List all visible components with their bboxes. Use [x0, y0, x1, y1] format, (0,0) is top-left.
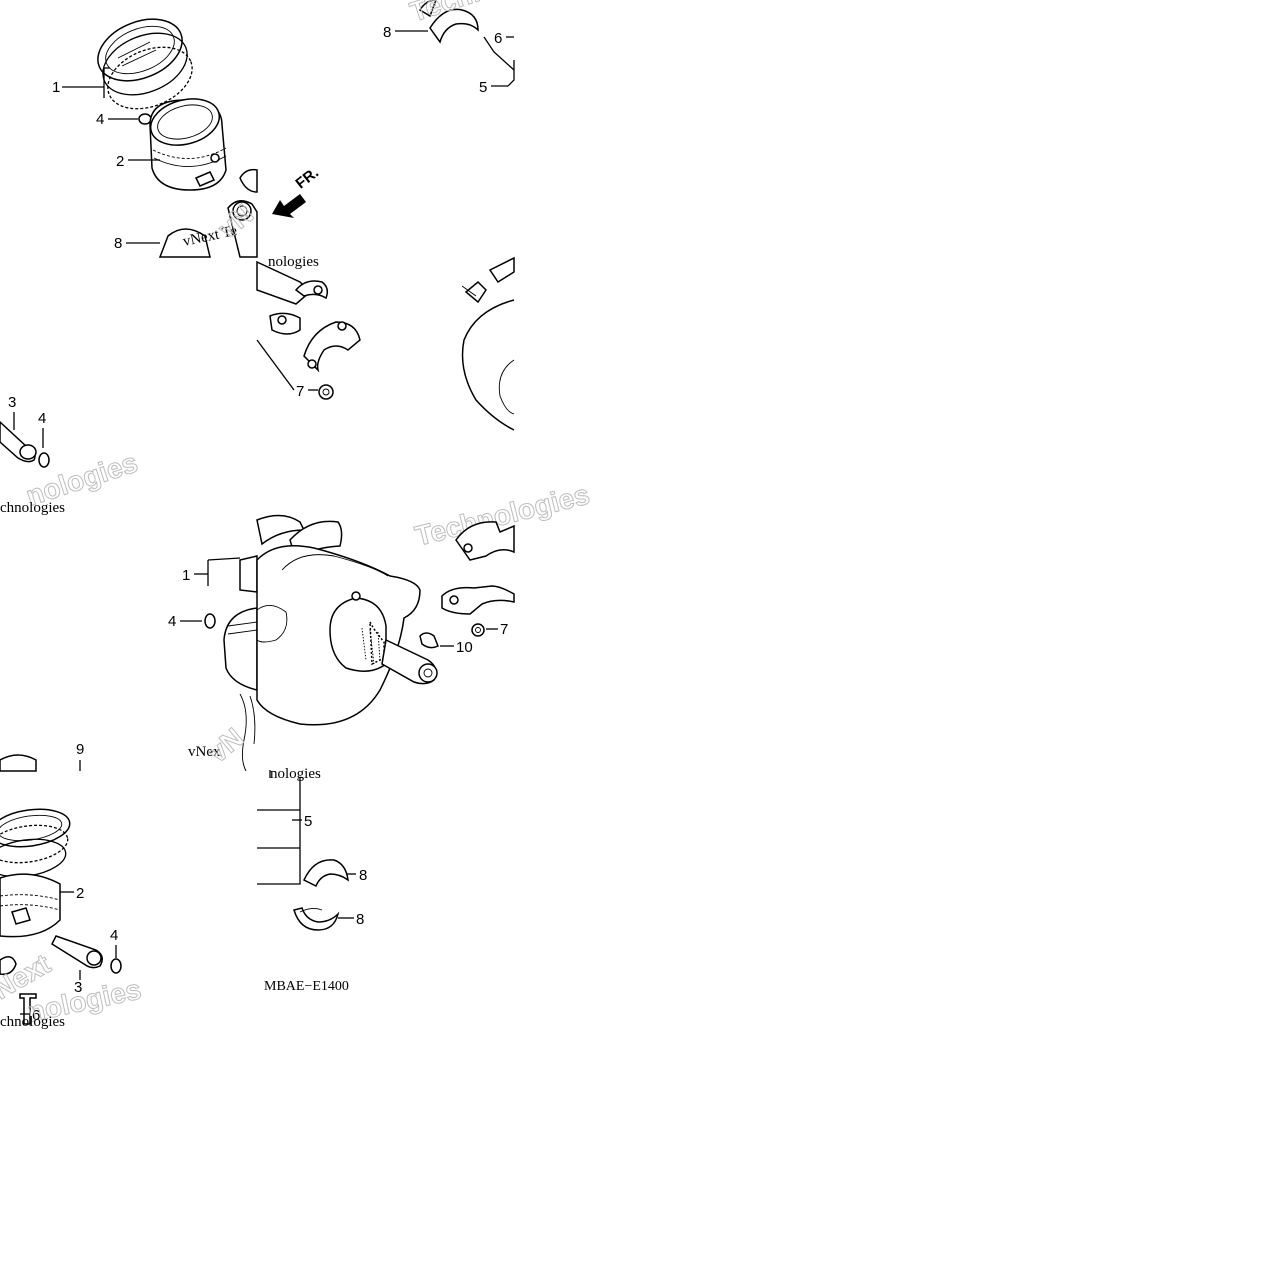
- clip-ring: [204, 613, 216, 629]
- bolt: [19, 993, 37, 1025]
- callout-7: 7: [296, 383, 304, 400]
- cap-nut: [471, 623, 485, 637]
- clip-ring: [138, 113, 152, 125]
- bearing-shell: [158, 228, 211, 258]
- piston-pin: [51, 935, 103, 969]
- piston: [223, 607, 258, 691]
- callout-8: 8: [383, 24, 391, 41]
- bearing-shell: [303, 859, 349, 888]
- tile-crankshaft: Technologies 10 7: [256, 478, 593, 726]
- svg-text:vN: vN: [202, 722, 249, 769]
- callout-7: 7: [500, 621, 508, 638]
- piston: [0, 873, 61, 938]
- callout-6: 6: [32, 1007, 40, 1024]
- front-direction-arrow: FR.: [272, 164, 322, 218]
- callout-3: 3: [74, 979, 82, 996]
- callout-1: 1: [52, 79, 60, 96]
- tile-bearing-top: Technologies 8 6 5: [383, 0, 586, 96]
- callout-1: 1: [182, 567, 190, 584]
- callout-3: 3: [8, 394, 16, 411]
- svg-text:chnologies: chnologies: [0, 500, 65, 516]
- clip-ring: [38, 452, 50, 468]
- rod-cap: [441, 521, 515, 615]
- callout-4: 4: [38, 410, 46, 427]
- crankshaft: [256, 514, 438, 726]
- cap-nut: [318, 384, 334, 400]
- callout-4: 4: [110, 927, 118, 944]
- callout-2: 2: [76, 885, 84, 902]
- svg-text:chnologies: chnologies: [0, 1014, 65, 1030]
- tile-bearings-bottom: nologies 5 8 8 MBAE−E1400: [257, 766, 367, 994]
- svg-text:nologies: nologies: [268, 254, 319, 270]
- callout-4: 4: [96, 111, 104, 128]
- tile-pin: 3 4 nologies chnologies: [0, 394, 142, 516]
- piston-ring-set: [0, 808, 71, 878]
- tile-piston-bottom: 9 2 4 3 6 Next nologies: [0, 741, 144, 1030]
- callout-8: 8: [356, 911, 364, 928]
- tile-connecting-rod: nologies 7: [256, 254, 361, 400]
- tile-crank-edge: [461, 256, 515, 431]
- tile-piston-lower: 1 4 vNex vN: [168, 555, 258, 772]
- callout-5: 5: [304, 813, 312, 830]
- callout-4: 4: [168, 613, 176, 630]
- svg-text:nologies: nologies: [270, 766, 321, 782]
- callout-2: 2: [116, 153, 124, 170]
- callout-8: 8: [114, 235, 122, 252]
- piston: [149, 98, 227, 191]
- callout-8: 8: [359, 867, 367, 884]
- tile-piston-upper: FR. vNext Te vN 1 4 2 8: [52, 18, 322, 258]
- callout-6: 6: [494, 30, 502, 47]
- bearing-shell: [429, 8, 479, 44]
- part-code: MBAE−E1400: [264, 979, 349, 994]
- callout-9: 9: [76, 741, 84, 758]
- bearing-shell: [293, 907, 340, 931]
- svg-text:vNex: vNex: [188, 744, 221, 760]
- connecting-rod: [256, 260, 329, 335]
- callout-10: 10: [456, 639, 473, 656]
- piston-pin: [0, 420, 37, 463]
- connecting-rod-small-end: [227, 200, 258, 258]
- clip-ring: [110, 958, 122, 974]
- rod-cap: [303, 321, 361, 373]
- key: [419, 632, 439, 649]
- callout-5: 5: [479, 79, 487, 96]
- svg-text:FR.: FR.: [292, 164, 322, 192]
- piston-pin: [239, 168, 258, 193]
